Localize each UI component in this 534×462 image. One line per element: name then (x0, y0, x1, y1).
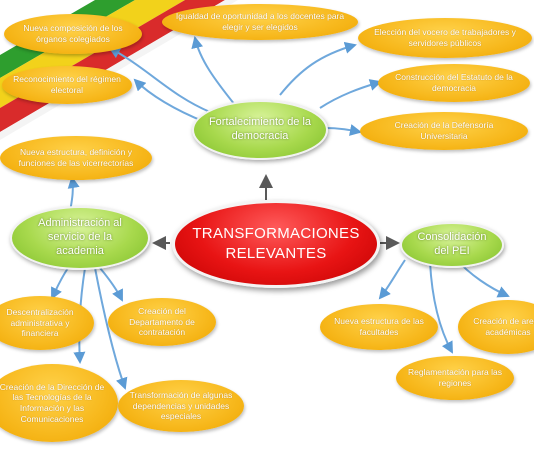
leaf-democracia-6: Creación de la Defensoría Universitaria (360, 112, 528, 150)
leaf-pei-3: Reglamentación para las regiones (396, 356, 514, 400)
leaf-text: Descentralización administrativa y finan… (6, 307, 74, 339)
leaf-text: Nueva composición de los órganos colegia… (23, 23, 123, 44)
connector-a2 (51, 267, 69, 300)
leaf-administracion-2: Descentralización administrativa y finan… (0, 296, 94, 350)
leaf-text: Nueva estructura, definición y funciones… (18, 147, 134, 168)
leaf-text: Creación de areas académicas (473, 316, 534, 337)
leaf-pei-1: Nueva estructura de las facultades (320, 304, 438, 350)
leaf-democracia-1: Nueva composición de los órganos colegia… (4, 14, 142, 54)
branch-pei: Consolidación del PEI (400, 222, 504, 268)
connector-a5 (94, 267, 128, 390)
leaf-text: Nueva estructura de las facultades (334, 316, 424, 337)
connector-p3 (429, 261, 453, 354)
leaf-administracion-1: Nueva estructura, definición y funciones… (0, 136, 152, 180)
leaf-text: Creación de la Dirección de las Tecnolog… (0, 381, 105, 424)
center-label: TRANSFORMACIONES RELEVANTES (192, 224, 360, 262)
leaf-text: Reconocimiento del régimen electoral (13, 74, 121, 95)
leaf-text: Transformación de algunas dependencias y… (129, 390, 233, 422)
connector-d3 (279, 41, 357, 96)
connector-d5 (319, 79, 382, 109)
leaf-administracion-5: Transformación de algunas dependencias y… (118, 380, 244, 432)
leaf-pei-2: Creación de areas académicas (458, 300, 534, 354)
connector-d1 (108, 47, 211, 113)
branch-administracion-label: Administración al servicio de la academi… (38, 217, 122, 257)
leaf-text: Reglamentación para las regiones (407, 367, 503, 388)
leaf-text: Igualdad de oportunidad a los docentes p… (175, 11, 345, 32)
leaf-democracia-5: Construcción del Estatuto de la democrac… (378, 64, 530, 102)
leaf-administracion-4: Creación de la Dirección de las Tecnolog… (0, 364, 118, 442)
leaf-text: Construcción del Estatuto de la democrac… (395, 72, 513, 93)
connector-d4 (133, 78, 206, 123)
leaf-text: Creación de la Defensoría Universitaria (394, 120, 494, 141)
branch-pei-label: Consolidación del PEI (417, 231, 487, 257)
branch-democracia: Fortalecimiento de la democracia (192, 100, 328, 160)
connector-a3 (99, 267, 123, 302)
leaf-administracion-3: Creación del Departamento de contratació… (108, 298, 216, 346)
leaf-democracia-3: Elección del vocero de trabajadores y se… (358, 18, 532, 58)
leaf-text: Elección del vocero de trabajadores y se… (374, 27, 516, 48)
branch-administracion: Administración al servicio de la academi… (10, 206, 150, 270)
connector-d2 (191, 36, 236, 106)
leaf-text: Creación del Departamento de contratació… (129, 306, 195, 338)
leaf-democracia-2: Igualdad de oportunidad a los docentes p… (162, 4, 358, 40)
leaf-democracia-4: Reconocimiento del régimen electoral (2, 66, 132, 104)
connector-d6 (324, 124, 362, 136)
center-node: TRANSFORMACIONES RELEVANTES (172, 200, 380, 288)
connector-p1 (378, 259, 406, 300)
branch-democracia-label: Fortalecimiento de la democracia (208, 116, 312, 142)
